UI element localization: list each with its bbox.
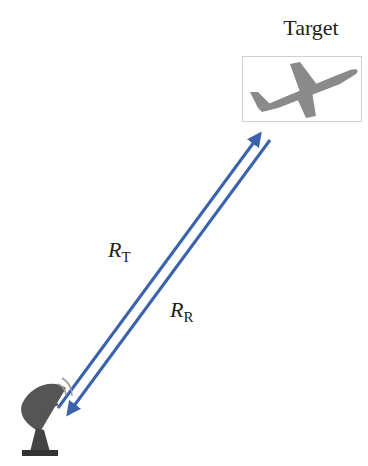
target-box: Target [242, 56, 362, 122]
range-label: RT [106, 238, 133, 266]
range-label: RR [168, 298, 195, 326]
target-heading: Target [283, 15, 338, 41]
transmit-path [58, 134, 260, 408]
receive-path [68, 140, 270, 414]
airplane-icon [250, 62, 358, 118]
radar-dish [21, 378, 72, 456]
